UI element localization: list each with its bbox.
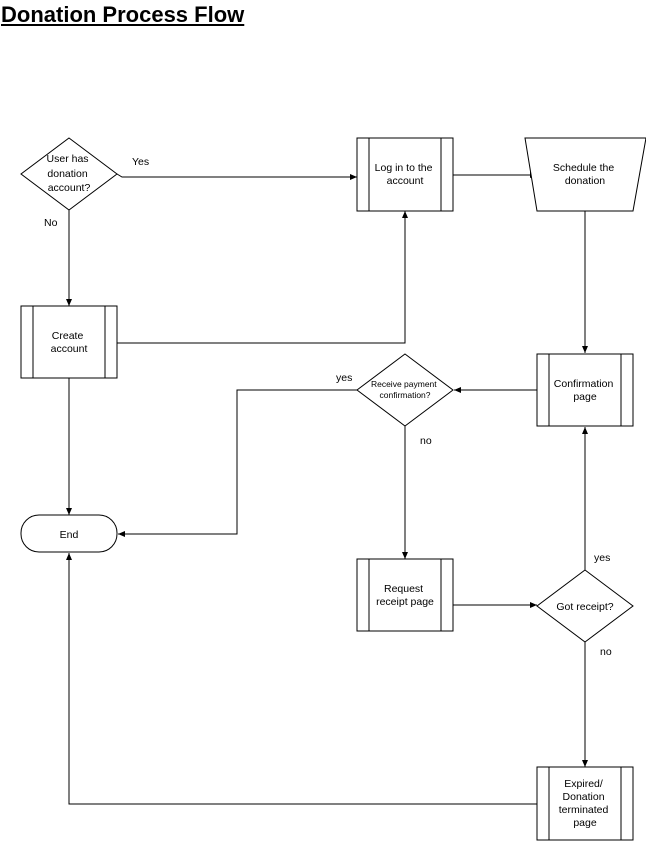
node-text-line: Request [384,583,423,595]
page-title: Donation Process Flow [1,2,245,27]
edge-create-to-login [117,211,408,344]
edge-labels: Yes No yes no yes no [44,156,612,658]
svg-text:Log in to the account: Log in to the account [375,162,436,187]
node-text-line: account [387,175,424,187]
node-text-line: receipt page [376,596,434,608]
node-text-line: account [51,343,88,355]
node-text-line: donation [47,168,87,180]
process-create-account: Create account [20,305,118,379]
decision-user-has-account: User has donation account? [20,137,118,211]
edge-expired-to-end [66,553,537,805]
process-confirmation-page: Confirmation page [536,353,634,427]
edge-payment-to-end [118,389,357,537]
node-text-line: User has [47,153,89,165]
node-text-line: Expired/ [564,778,603,790]
svg-text:User has donation: User has donation account? [47,153,92,194]
edge-label-yes: yes [594,552,610,564]
node-text-line: Receive payment [371,379,437,389]
node-text-line: Log in to the [375,162,433,174]
edge-label-no: No [44,217,58,229]
decision-receive-payment: Receive payment confirmation? [356,353,454,427]
node-text-line: End [60,529,79,541]
node-text-line: Got receipt? [556,601,613,613]
edge-has-account-to-login [116,173,357,180]
svg-text:Confirmation page: Confirmation page [554,378,616,403]
svg-text:Receive payment confirma: Receive payment confirmation? [371,379,439,400]
svg-text:Expired/ Donation: Expired/ Donation terminated page [559,778,612,829]
node-text-line: confirmation? [379,390,430,400]
node-text-line: account? [48,182,91,194]
manual-operation-schedule: Schedule the donation [524,137,646,212]
node-text-line: Confirmation [554,378,614,390]
connectors [66,172,588,805]
edge-label-yes: yes [336,372,352,384]
process-log-in: Log in to the account [356,137,454,212]
node-text-line: Schedule the [553,162,614,174]
process-expired: Expired/ Donation terminated page [536,766,634,841]
node-text-line: page [573,391,597,403]
node-text-line: page [573,817,597,829]
process-request-receipt: Request receipt page [356,558,454,632]
edge-label-no: no [420,435,432,447]
node-text-line: donation [565,175,605,187]
svg-text:Create account: Create account [51,330,88,355]
svg-text:End: End [60,529,79,541]
edge-label-yes: Yes [132,156,149,168]
node-text-line: Donation [563,791,605,803]
node-text-line: terminated [559,804,609,816]
svg-text:Request receipt page: Request receipt page [376,583,434,608]
decision-got-receipt: Got receipt? [536,569,634,643]
svg-text:Got receipt?: Got receipt? [556,601,613,613]
edge-label-no: no [600,646,612,658]
node-text-line: Create [52,330,84,342]
svg-text:Schedule the donation: Schedule the donation [553,162,617,187]
terminator-end: End [20,514,118,553]
